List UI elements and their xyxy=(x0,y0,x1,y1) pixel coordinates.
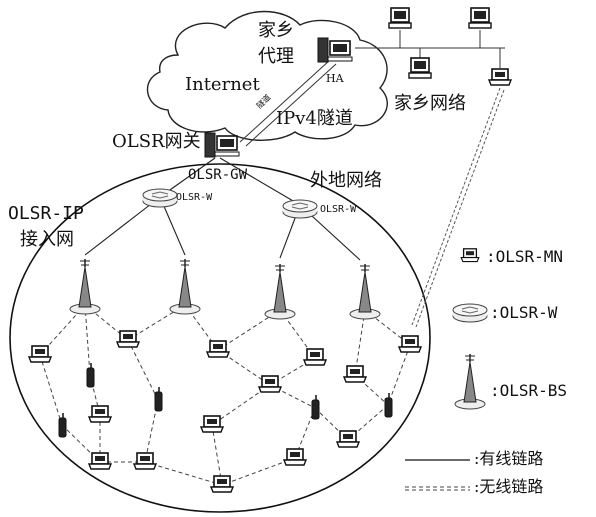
router-icon xyxy=(282,199,318,219)
legend-bs-label: :OLSR-BS xyxy=(490,381,568,400)
laptop-icon xyxy=(88,452,112,470)
ipv4-tunnel-label: IPv4隧道 xyxy=(276,108,353,129)
foreign-network-label: 外地网络 xyxy=(310,170,382,191)
phone-icon xyxy=(58,412,67,438)
laptop-icon xyxy=(200,415,224,433)
gateway-server-icon xyxy=(204,132,240,158)
base-station-icon xyxy=(169,258,201,315)
laptop-icon xyxy=(398,335,422,353)
olsr-ip-label-2: 接入网 xyxy=(20,229,74,250)
olsr-w-label-1: OLSR-W xyxy=(176,192,213,203)
phone-icon xyxy=(384,392,393,418)
internet-cloud xyxy=(146,10,388,141)
legend-wired-label: :有线链路 xyxy=(474,449,544,468)
desktop-icon xyxy=(468,7,492,29)
desktop-icon xyxy=(408,57,432,79)
router-icon xyxy=(142,188,178,208)
laptop-icon xyxy=(88,405,112,423)
home-network-label: 家乡网络 xyxy=(394,93,466,114)
laptop-icon xyxy=(206,340,230,358)
legend-wireless-label: :无线链路 xyxy=(474,477,544,496)
internet-label: Internet xyxy=(185,74,260,95)
legend-w-label: :OLSR-W xyxy=(490,303,558,322)
desktop-icon xyxy=(388,7,412,29)
laptop-icon xyxy=(336,430,360,448)
laptop-icon xyxy=(303,348,327,366)
laptop-icon xyxy=(488,68,512,86)
phone-icon xyxy=(86,362,95,388)
legend-mn-label: :OLSR-MN xyxy=(486,247,564,266)
olsr-gateway-label: OLSR网关 xyxy=(112,131,201,152)
base-station-icon xyxy=(69,258,101,315)
base-station-icon xyxy=(349,263,381,320)
ha-label: HA xyxy=(326,72,344,85)
laptop-icon xyxy=(116,330,140,348)
home-agent-label-1: 家乡 xyxy=(258,20,294,41)
legend-router-icon xyxy=(452,303,488,323)
olsr-ip-label-1: OLSR-IP xyxy=(8,203,84,224)
phone-icon xyxy=(311,394,320,420)
phone-icon xyxy=(154,386,163,412)
laptop-icon xyxy=(210,475,234,493)
home-agent-label-2: 代理 xyxy=(258,46,294,67)
base-station-icon xyxy=(264,263,296,320)
home-agent-server-icon xyxy=(317,37,353,63)
olsr-access-network-boundary xyxy=(9,163,431,513)
laptop-icon xyxy=(283,448,307,466)
legend-laptop-icon xyxy=(460,248,480,263)
laptop-icon xyxy=(343,365,367,383)
olsr-w-label-2: OLSR-W xyxy=(320,204,357,215)
olsr-gw-label: OLSR-GW xyxy=(188,167,248,183)
laptop-icon xyxy=(28,345,52,363)
legend-base-station-icon xyxy=(454,353,486,410)
laptop-icon xyxy=(133,452,157,470)
laptop-icon xyxy=(258,375,282,393)
